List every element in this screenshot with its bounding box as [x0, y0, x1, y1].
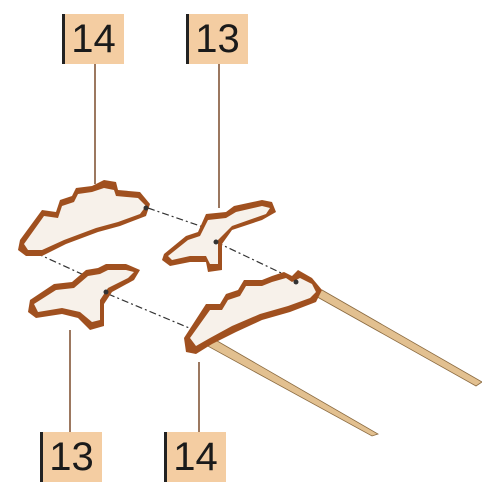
alignment-line-left-pair [35, 252, 87, 277]
part-14-lower [184, 270, 322, 354]
part-14-upper-hole [143, 205, 149, 211]
part-13-upper [162, 200, 276, 272]
alignment-lines [35, 207, 297, 331]
part-14-upper [18, 180, 150, 256]
part-13-lower [28, 264, 140, 330]
leader-lines [69, 64, 220, 432]
callout-label-13-top: 13 [186, 14, 248, 64]
part-13-lower-hole [103, 289, 109, 295]
part-14-upper-face [24, 188, 146, 250]
skewer-lower [203, 337, 379, 437]
part-13-lower-face [34, 270, 134, 322]
callout-label-13-bottom: 13 [40, 432, 102, 482]
skewer-upper [311, 289, 482, 387]
part-13-upper-face [168, 206, 270, 264]
part-14-lower-hole [293, 279, 299, 285]
callout-label-14-bottom: 14 [164, 432, 226, 482]
alignment-line-lower-pair [107, 293, 195, 331]
part-13-upper-hole [213, 239, 219, 245]
alignment-line-upper-pair [147, 207, 207, 229]
part-14-lower-face [190, 278, 316, 346]
callout-label-14-top: 14 [62, 14, 124, 64]
